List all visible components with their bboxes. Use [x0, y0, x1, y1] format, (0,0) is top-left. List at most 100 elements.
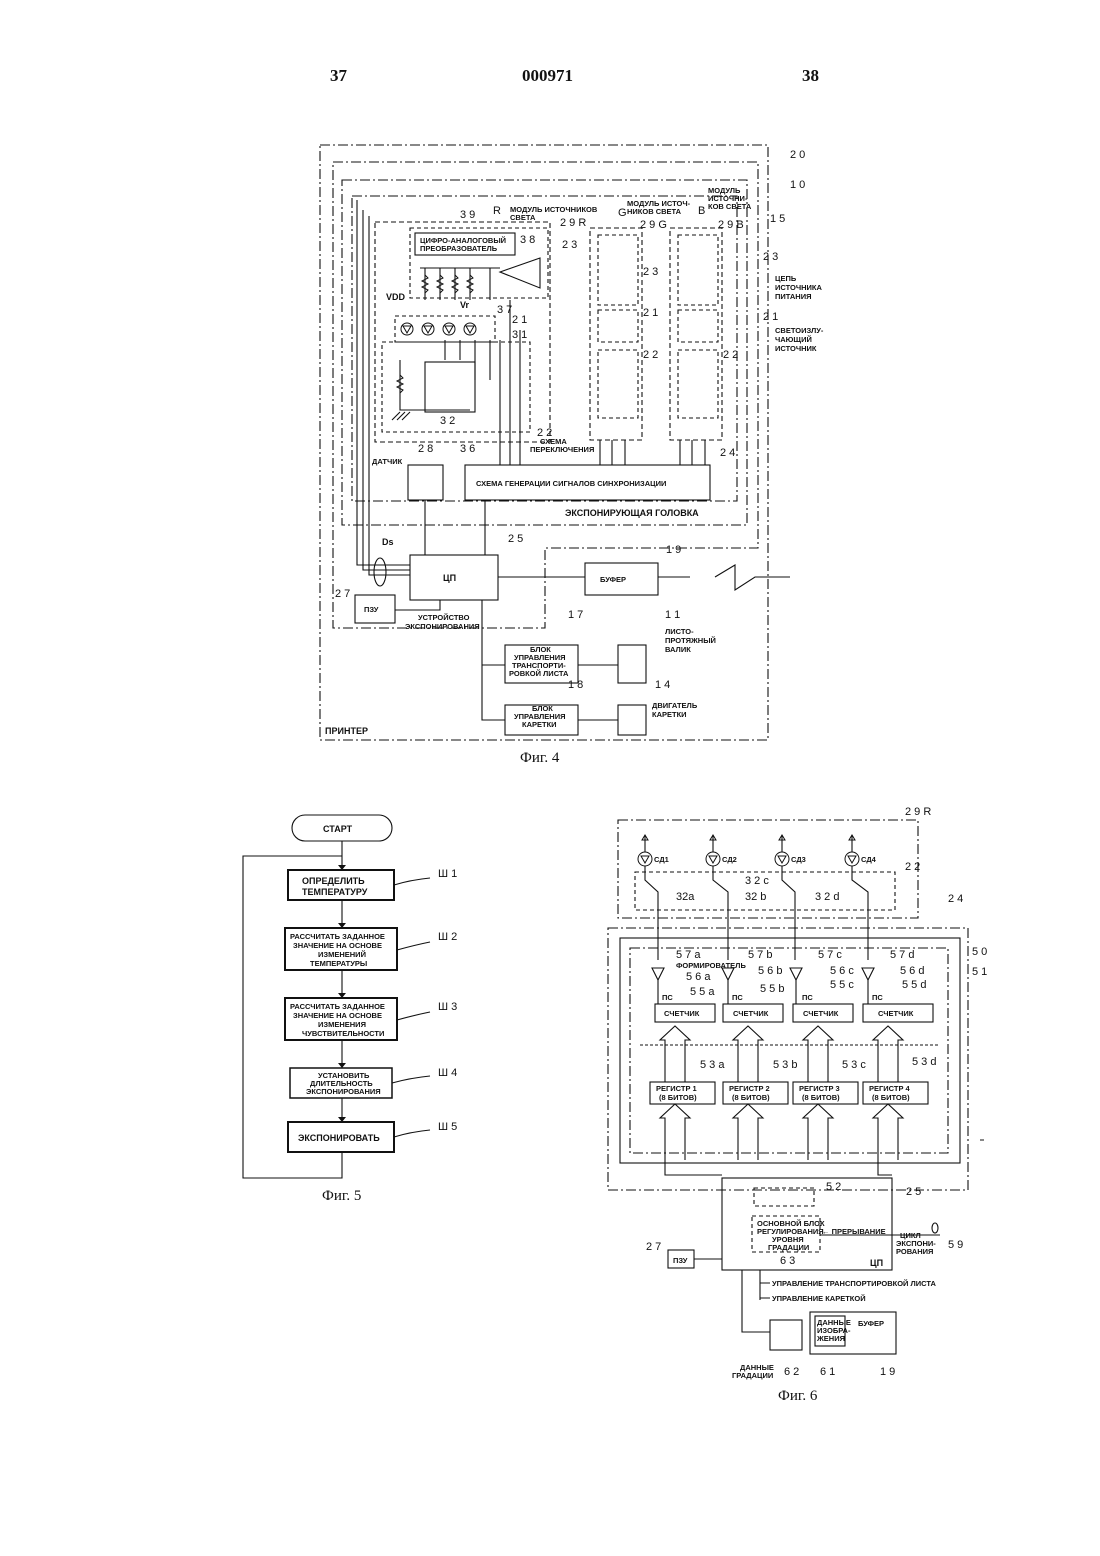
label-carriage-ctrl-2: УПРАВЛЕНИЯ [514, 712, 566, 721]
main-block-line-3: УРОВНЯ [772, 1235, 804, 1244]
step-3-line-1: РАССЧИТАТЬ ЗАДАННОЕ [290, 1002, 385, 1011]
ref-19: 1 9 [666, 544, 681, 556]
label-power-2: ИСТОЧНИКА [775, 283, 823, 292]
step-4-line-1: УСТАНОВИТЬ [318, 1071, 370, 1080]
ch1-r57: 5 7 a [676, 949, 701, 961]
ref-29b: 2 9 B [718, 219, 744, 231]
transistor-4-label: 3 2 d [815, 891, 839, 903]
ch1-counter: СЧЕТЧИК [664, 1009, 700, 1018]
step-2-id: Ш 2 [438, 931, 457, 943]
label-power-1: ЦЕПЬ [775, 274, 797, 283]
cycle-line-3: РОВАНИЯ [896, 1247, 933, 1256]
ref-38: 3 8 [520, 234, 535, 246]
grad-data-line-2: ГРАДАЦИИ [732, 1371, 773, 1380]
register-3-line-2: (8 БИТОВ) [802, 1093, 840, 1102]
step-1-id: Ш 1 [438, 868, 457, 880]
ch1-r56: 5 6 a [686, 971, 711, 983]
fig6-buffer-label: БУФЕР [858, 1319, 884, 1328]
register-3-line-1: РЕГИСТР 3 [799, 1084, 840, 1093]
label-module-r-1: МОДУЛЬ ИСТОЧНИКОВ [510, 205, 598, 214]
label-rom: ПЗУ [364, 605, 379, 614]
ref-20: 2 0 [790, 149, 805, 161]
label-switch-2: ПЕРЕКЛЮЧЕНИЯ [530, 445, 594, 454]
label-sheet-ctrl-3: ТРАНСПОРТИ- [512, 661, 566, 670]
label-carriage-ctrl-3: КАРЕТКИ [522, 720, 557, 729]
fig6-cpu-label: ЦП [870, 1258, 883, 1268]
ref-10: 1 0 [790, 179, 805, 191]
register-1-line-1: РЕГИСТР 1 [656, 1084, 697, 1093]
step-1-line-1: ОПРЕДЕЛИТЬ [302, 876, 365, 886]
main-block-line-1: ОСНОВНОЙ БЛОК [757, 1219, 825, 1228]
main-block-line-4: ГРАДАЦИИ [768, 1243, 809, 1252]
label-module-g-1: МОДУЛЬ ИСТОЧ- [627, 199, 691, 208]
label-emitter-1: СВЕТОИЗЛУ- [775, 326, 824, 335]
ref-22a: 2 2 [537, 427, 552, 439]
ref-11: 1 1 [665, 609, 680, 621]
step-2-line-2: ЗНАЧЕНИЕ НА ОСНОВЕ [293, 941, 382, 950]
step-4-line-2: ДЛИТЕЛЬНОСТЬ [310, 1079, 373, 1088]
cycle-line-1: ЦИКЛ [900, 1231, 921, 1240]
ch4-r57: 5 7 d [890, 949, 914, 961]
ref-27: 2 7 [335, 588, 350, 600]
ref-21c: 2 1 [763, 311, 778, 323]
ref-29g: 2 9 G [640, 219, 667, 231]
transistor-2-label: 32 b [745, 891, 766, 903]
label-head: ЭКСПОНИРУЮЩАЯ ГОЛОВКА [565, 508, 699, 518]
step-5-line-1: ЭКСПОНИРОВАТЬ [298, 1133, 380, 1143]
label-printer: ПРИНТЕР [325, 726, 368, 736]
ch3-ps: ПС [802, 993, 813, 1002]
label-power-3: ПИТАНИЯ [775, 292, 812, 301]
ch3-r53: 5 3 c [842, 1059, 866, 1071]
ref-14: 1 4 [655, 679, 670, 691]
fig6-ref-24: 2 4 [948, 893, 963, 905]
label-module-b-2: ИСТОЧНИ- [708, 194, 748, 203]
ref-24: 2 4 [720, 447, 735, 459]
label-carriage-ctrl-1: БЛОК [532, 704, 553, 713]
register-4-line-1: РЕГИСТР 4 [869, 1084, 911, 1093]
ref-23b: 2 3 [643, 266, 658, 278]
image-data-line-3: ЖЕНИЯ [816, 1334, 845, 1343]
flow-start-label: СТАРТ [323, 824, 353, 834]
fig6-ref-63: 6 3 [780, 1255, 795, 1267]
ch4-r53: 5 3 d [912, 1056, 936, 1068]
ref-r: R [493, 205, 501, 217]
step-3-line-4: ЧУВСТВИТЕЛЬНОСТИ [302, 1029, 384, 1038]
ch1-ps: ПС [662, 993, 673, 1002]
led-2-label: СД2 [722, 855, 737, 864]
step-2-line-4: ТЕМПЕРАТУРЫ [310, 959, 367, 968]
ref-31: 3 1 [512, 329, 527, 341]
fig6-ref-62: 6 2 [784, 1366, 799, 1378]
label-vdd: VDD [386, 292, 406, 302]
ch3-counter: СЧЕТЧИК [803, 1009, 839, 1018]
sheet-control-output: УПРАВЛЕНИЕ ТРАНСПОРТИРОВКОЙ ЛИСТА [772, 1279, 937, 1288]
led-3-label: СД3 [791, 855, 806, 864]
ch3-r57: 5 7 c [818, 949, 842, 961]
label-emitter-2: ЧАЮЩИЙ [775, 335, 812, 344]
figure-6-caption: Фиг. 6 [778, 1388, 818, 1404]
label-sensor: ДАТЧИК [372, 457, 403, 466]
ch2-ps: ПС [732, 993, 743, 1002]
ref-36: 3 6 [460, 443, 475, 455]
ch4-ps: ПС [872, 993, 883, 1002]
shaper-label: ФОРМИРОВАТЕЛЬ [676, 961, 746, 970]
label-sheet-ctrl-1: БЛОК [530, 645, 551, 654]
right-page-number: 38 [802, 66, 819, 86]
ref-22c: 2 2 [723, 349, 738, 361]
step-4-line-3: ЭКСПОНИРОВАНИЯ [306, 1087, 381, 1096]
ref-39: 3 9 [460, 209, 475, 221]
main-block-line-2: РЕГУЛИРОВАНИЯ [757, 1227, 824, 1236]
ref-21a: 2 1 [512, 314, 527, 326]
ch2-counter: СЧЕТЧИК [733, 1009, 769, 1018]
document-number: 000971 [522, 66, 573, 86]
interrupt-label: ← ПРЕРЫВАНИЕ [822, 1227, 886, 1236]
label-switch-1: СХЕМА [540, 437, 567, 446]
label-sheet-ctrl-2: УПРАВЛЕНИЯ [514, 653, 566, 662]
ch3-r56: 5 6 c [830, 965, 854, 977]
ref-21b: 2 1 [643, 307, 658, 319]
ref-32: 3 2 [440, 415, 455, 427]
ref-b: B [698, 205, 705, 217]
ref-18: 1 8 [568, 679, 583, 691]
register-4-line-2: (8 БИТОВ) [872, 1093, 910, 1102]
ch4-r56: 5 6 d [900, 965, 924, 977]
fig6-ref-25: 2 5 [906, 1186, 921, 1198]
